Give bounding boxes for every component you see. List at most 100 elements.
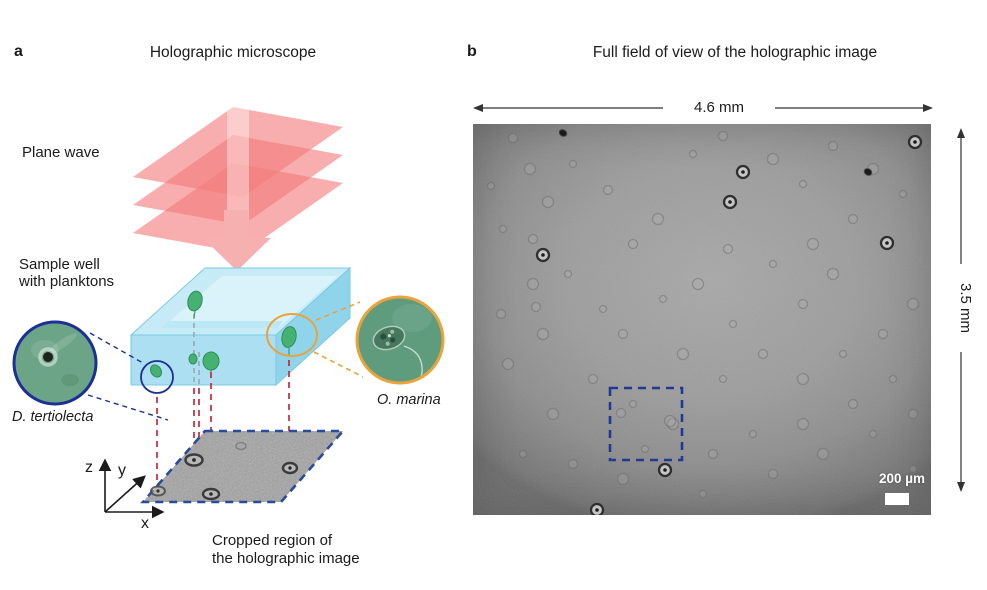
holographic-micrograph: 200 µm — [473, 124, 931, 515]
particle — [486, 181, 496, 191]
inset-connectors — [87, 301, 364, 421]
particle — [598, 304, 608, 314]
plankton-mid — [202, 351, 220, 371]
hologram-plane — [140, 429, 346, 504]
panel-a-diagram — [12, 93, 445, 519]
particle — [885, 241, 889, 245]
axis-label-y: y — [118, 462, 126, 479]
panel-b-label: b — [467, 43, 477, 60]
particle — [907, 408, 919, 420]
particle — [530, 301, 542, 313]
panel-a-title: Holographic microscope — [149, 44, 317, 61]
particle — [651, 212, 665, 226]
particle — [567, 458, 579, 470]
particle — [495, 308, 507, 320]
species-label-d-tertiolecta: D. tertiolecta — [12, 409, 94, 425]
particle — [768, 259, 778, 269]
particle — [595, 508, 599, 512]
hologram-particles — [486, 129, 923, 515]
particle — [658, 294, 668, 304]
particle — [698, 489, 708, 499]
particle — [615, 407, 627, 419]
particle — [908, 464, 918, 474]
particle — [546, 407, 560, 421]
particle — [523, 162, 537, 176]
particle — [663, 468, 667, 472]
particle — [728, 319, 738, 329]
particle — [558, 129, 568, 137]
plane-wave-label: Plane wave — [22, 144, 100, 161]
sample-well-label-line2: with planktons — [19, 273, 115, 290]
sample-well-box — [129, 266, 352, 387]
particle — [798, 179, 808, 189]
inset-d-tertiolecta — [12, 320, 98, 406]
particle — [691, 277, 705, 291]
particle — [666, 417, 680, 431]
particle — [526, 277, 540, 291]
particle — [602, 184, 614, 196]
inset-o-marina — [355, 295, 445, 385]
particle — [816, 447, 830, 461]
scale-bar-label: 200 µm — [878, 471, 925, 486]
particle — [847, 213, 859, 225]
particle — [796, 417, 810, 431]
particle — [767, 468, 779, 480]
particle — [827, 140, 839, 152]
plankton-small — [188, 353, 198, 365]
axis-label-x: x — [141, 515, 149, 532]
coordinate-axes — [98, 458, 165, 519]
particle — [728, 200, 732, 204]
scale-bar — [885, 493, 909, 505]
axis-label-z: z — [85, 459, 93, 476]
particle — [766, 152, 780, 166]
particle — [676, 347, 690, 361]
caption-line1: Cropped region of — [212, 532, 333, 549]
particle — [688, 149, 698, 159]
illumination-arrow — [203, 210, 271, 271]
particle — [898, 189, 908, 199]
height-dimension-label: 3.5 mm — [955, 264, 975, 352]
particle — [541, 253, 545, 257]
particle — [906, 297, 920, 311]
particle — [628, 399, 638, 409]
particle — [838, 349, 848, 359]
particle — [847, 398, 859, 410]
callout-circle-navy — [140, 360, 174, 394]
particle — [527, 233, 539, 245]
particle — [913, 140, 917, 144]
particle — [507, 132, 519, 144]
panel-b-title: Full field of view of the holographic im… — [592, 44, 878, 61]
particle — [707, 448, 719, 460]
particle — [868, 429, 878, 439]
particle — [722, 243, 734, 255]
particle — [563, 269, 573, 279]
particle — [498, 224, 508, 234]
hologram-rings — [150, 441, 299, 501]
particle — [617, 328, 629, 340]
callout-circle-orange — [266, 313, 318, 357]
particle — [797, 298, 809, 310]
particle — [877, 328, 889, 340]
panel-a-caption: Cropped region of the holographic image — [212, 532, 360, 567]
particle — [627, 238, 639, 250]
particle — [741, 170, 745, 174]
particle — [888, 374, 898, 384]
species-label-o-marina: O. marina — [377, 392, 441, 408]
projection-lines-inside-well — [193, 314, 200, 385]
roi-dashed-box — [608, 386, 684, 462]
particle — [863, 168, 873, 176]
caption-line2: the holographic image — [212, 549, 360, 567]
particle — [757, 348, 769, 360]
micrograph-overlay — [473, 124, 931, 515]
particle — [518, 449, 528, 459]
panel-a-label: a — [14, 43, 23, 60]
particle — [587, 373, 599, 385]
particle — [568, 159, 578, 169]
particle — [663, 414, 677, 428]
particle — [616, 472, 630, 486]
width-dimension-label: 4.6 mm — [663, 99, 775, 116]
particle — [501, 357, 515, 371]
particle — [748, 429, 758, 439]
plane-wave-stack — [133, 93, 343, 253]
particle — [541, 195, 555, 209]
